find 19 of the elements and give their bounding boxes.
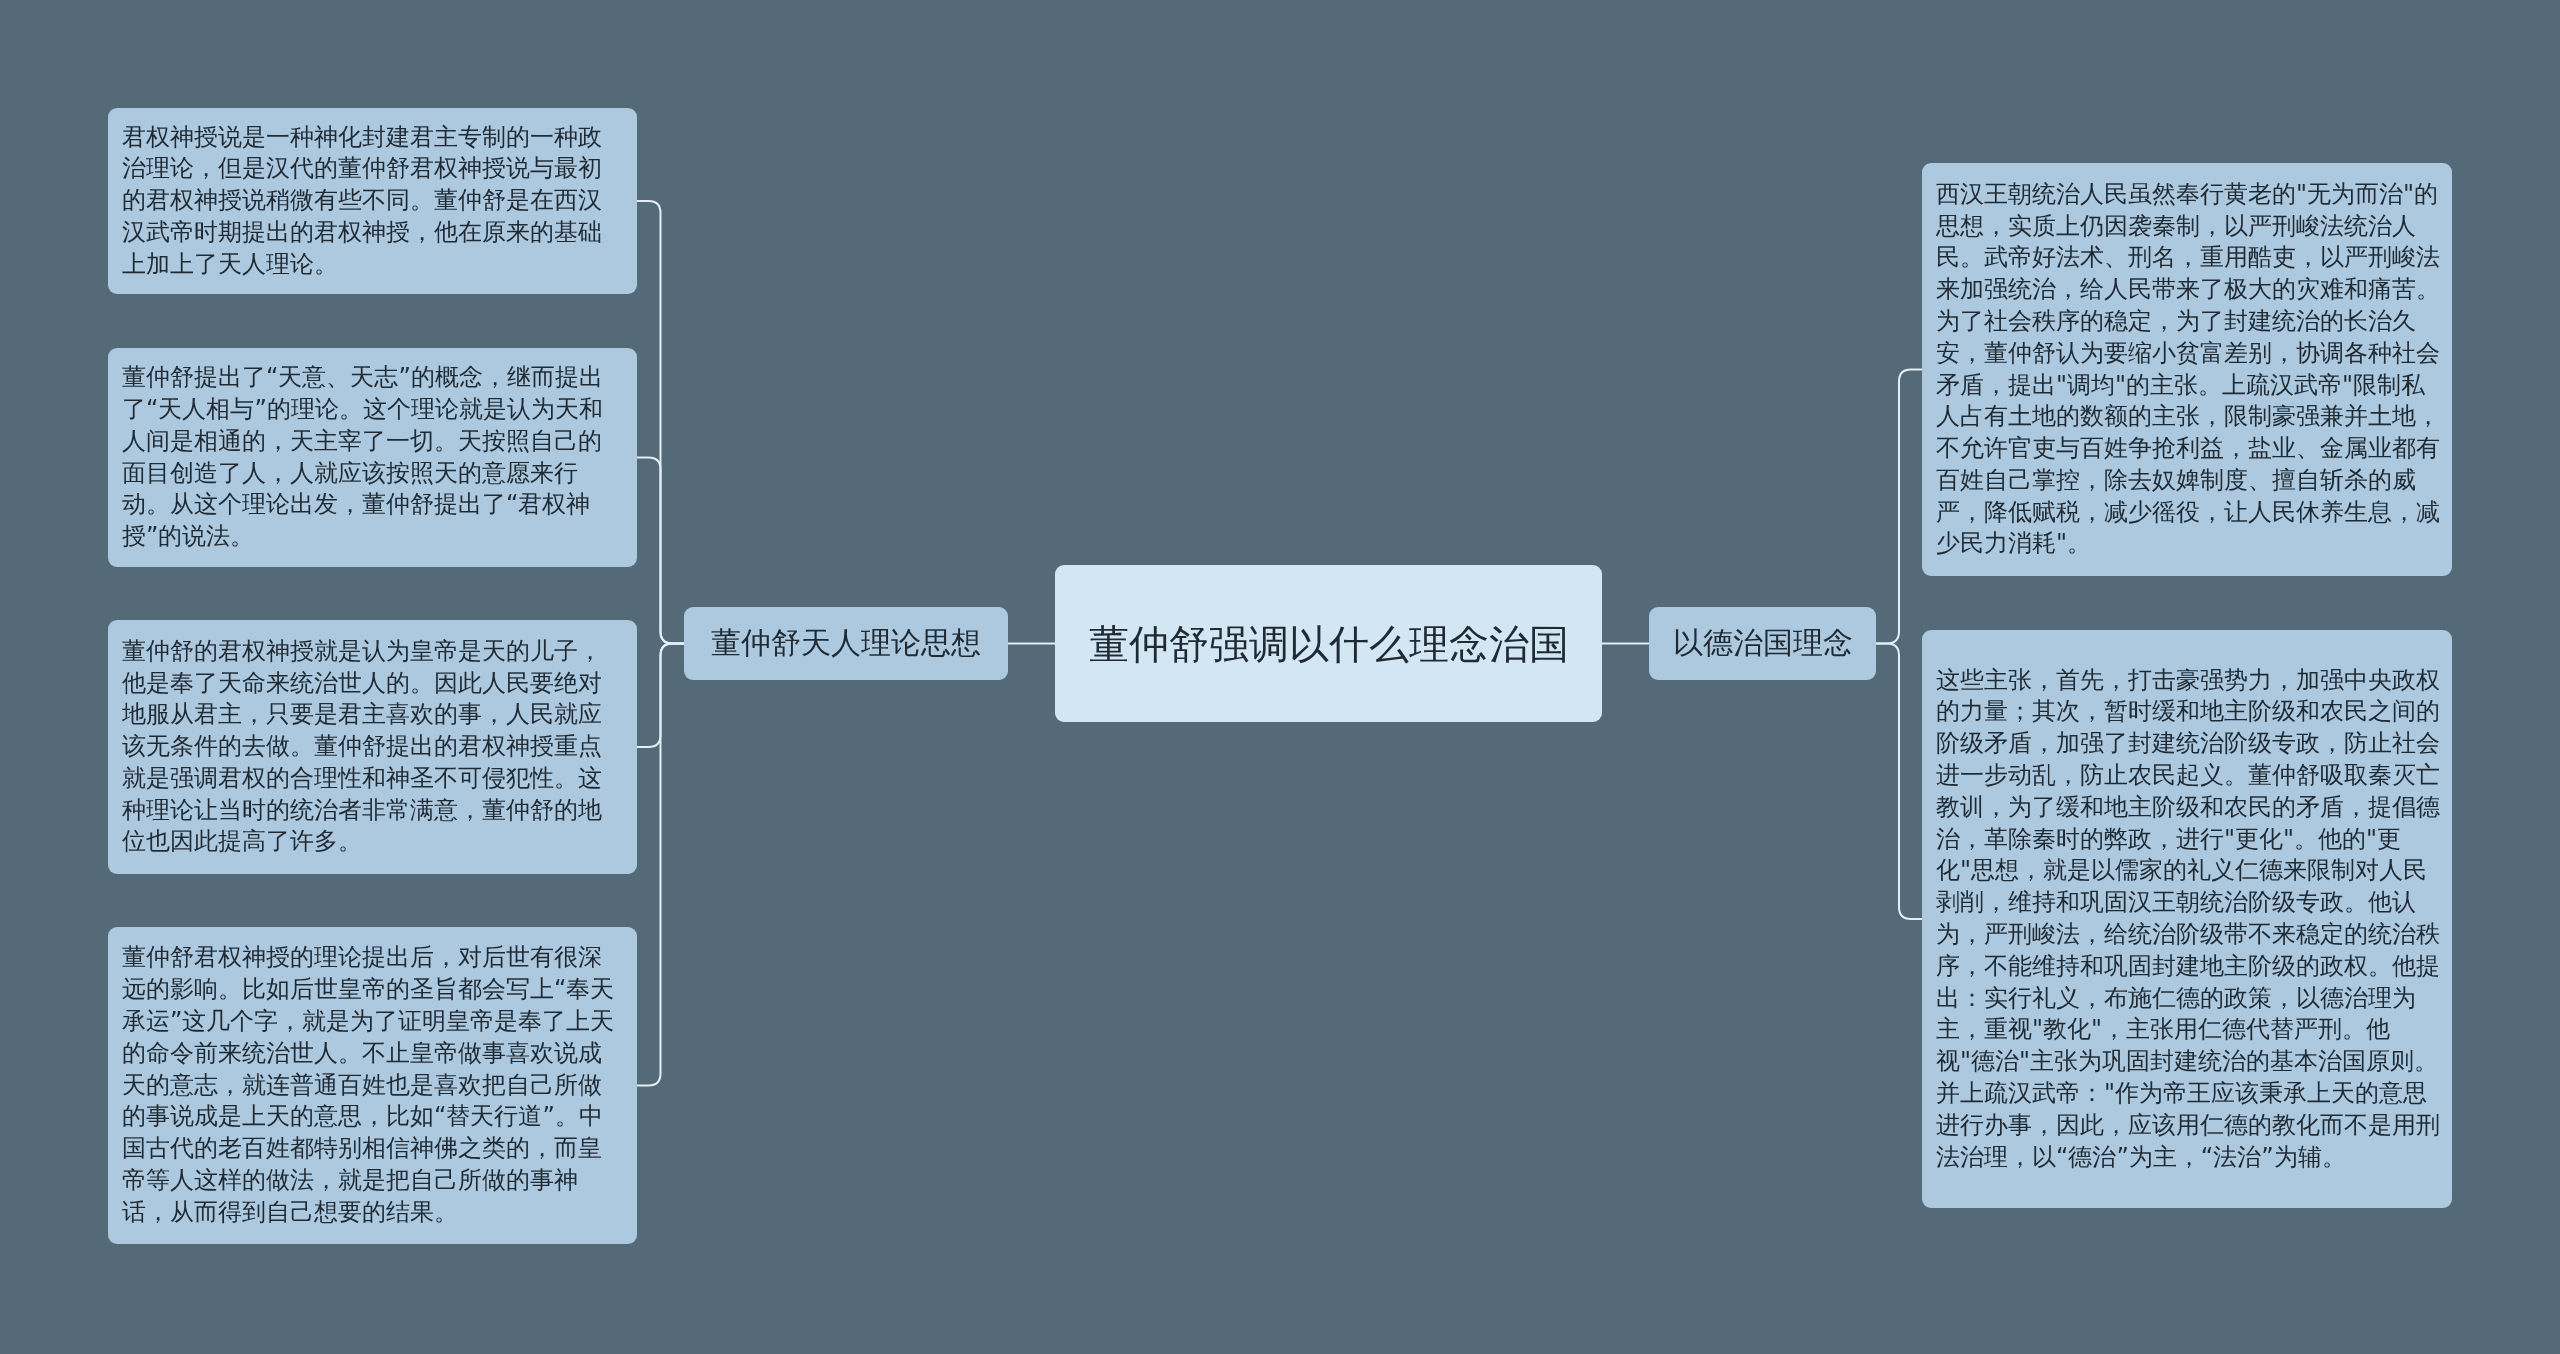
topic-text: 董仲舒强调以什么理念治国 <box>1088 619 1569 669</box>
branch-topic-box <box>684 607 1008 680</box>
topic-text: 董仲舒天人理论思想 <box>711 624 981 662</box>
topic-text: 董仲舒的君权神授就是认为皇帝是天的儿子，他是奉了天命来统治世人的。因此人民要绝对地服从君主，只要是君主喜欢的事，人民就应该无条件的去做。董仲舒提出的君权神授重点就是强调君权的合理性和神圣不可侵犯性。这种理论让当时的统治者非常满意，董仲舒的地位也因此提高了许多。 <box>122 635 603 858</box>
text-card <box>108 927 637 1244</box>
central-topic-box <box>1055 565 1602 722</box>
topic-text: 君权神授说是一种神化封建君主专制的一种政治理论，但是汉代的董仲舒君权神授说与最初的君权神授说稍微有些不同。董仲舒是在西汉汉武帝时期提出的君权神授，他在原来的基础上加上了天人理论。 <box>122 121 603 280</box>
connector-line <box>1007 642 1056 645</box>
topic-text: 这些主张，首先，打击豪强势力，加强中央政权的力量；其次，暂时缓和地主阶级和农民之间的阶级矛盾，加强了封建统治阶级专政，防止社会进一步动乱，防止农民起义。董仲舒吸取秦灭亡教训，为了缓和地主阶级和农民的矛盾，提倡德治，革除秦时的弊政，进行"更化"。他的"更化"思想，就是以儒家的礼义仁德来限制对人民剥削，维持和巩固汉王朝统治阶级专政。他认为，严刑峻法，给统治阶级带不来稳定的统治秩序，不能维持和巩固封建地主阶级的政权。他提出：实行礼义，布施仁德的政策，以德治理为主，重视"教化"，主张用仁德代替严刑。他视"德治"主张为巩固封建统治的基本治国原则。并上疏汉武帝："作为帝王应该秉承上天的意思进行办事，因此，应该用仁德的教化而不是用刑法治理，以“德治”为主，“法治”为辅。 <box>1936 664 2440 1173</box>
text-card <box>1922 630 2452 1208</box>
text-card <box>108 348 637 567</box>
topic-text: 西汉王朝统治人民虽然奉行黄老的"无为而治"的思想，实质上仍因袭秦制，以严刑峻法统治人民。武帝好法术、刑名，重用酷吏，以严刑峻法来加强统治，给人民带来了极大的灾难和痛苦。为了社会秩序的稳定，为了封建统治的长治久安，董仲舒认为要缩小贫富差别，协调各种社会矛盾，提出"调均"的主张。上疏汉武帝"限制私人占有土地的数额的主张，限制豪强兼并土地，不允许官吏与百姓争抢利益，盐业、金属业都有百姓自己掌控，除去奴婢制度、擅自斩杀的威严，降低赋税，减少徭役，让人民休养生息，减少民力消耗"。 <box>1936 178 2440 560</box>
topic-text: 董仲舒提出了“天意、天志”的概念，继而提出了“天人相与”的理论。这个理论就是认为天和人间是相通的，天主宰了一切。天按照自己的面目创造了人，人就应该按照天的意愿来行动。从这个理论出发，董仲舒提出了“君权神授”的说法。 <box>122 362 604 553</box>
topic-text: 以德治国理念 <box>1672 624 1853 662</box>
branch-topic-box <box>1649 607 1876 680</box>
topic-text: 董仲舒君权神授的理论提出后，对后世有很深远的影响。比如后世皇帝的圣旨都会写上“奉天承运”这几个字，就是为了证明皇帝是奉了上天的命令前来统治世人。不止皇帝做事喜欢说成天的意志，就连普通百姓也是喜欢把自己所做的事说成是上天的意思，比如“替天行道”。中国古代的老百姓都特别相信神佛之类的，而皇帝等人这样的做法，就是把自己所做的事神话，从而得到自己想要的结果。 <box>122 942 616 1228</box>
text-card <box>108 108 637 294</box>
connector-line <box>1601 642 1650 645</box>
text-card <box>108 620 637 874</box>
